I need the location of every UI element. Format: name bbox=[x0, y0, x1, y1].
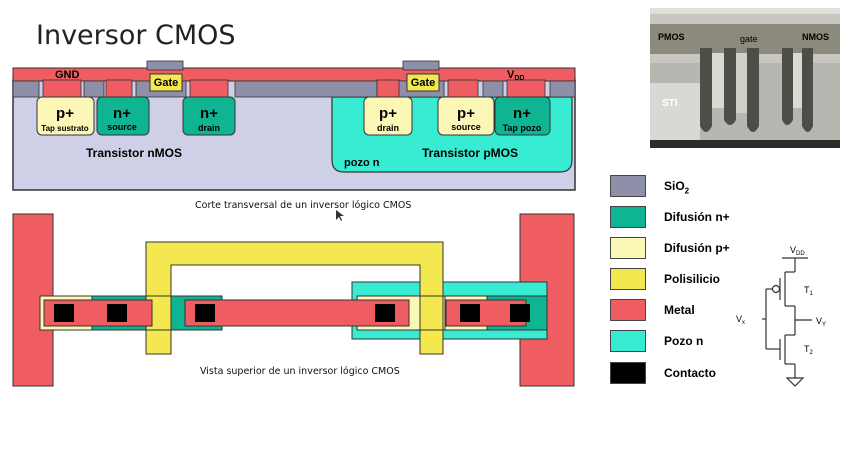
photo-gate-label: gate bbox=[740, 34, 758, 44]
pmos-label: Transistor pMOS bbox=[422, 146, 518, 160]
photo-pmos-label: PMOS bbox=[658, 32, 685, 42]
pmos-gate bbox=[406, 73, 440, 92]
metal-plugs bbox=[42, 79, 546, 98]
top-metal-output bbox=[184, 299, 410, 327]
n-drain-sublabel: drain bbox=[198, 123, 220, 133]
legend-swatch bbox=[610, 206, 646, 228]
contact bbox=[375, 304, 395, 322]
schematic-vx-label: Vx bbox=[736, 314, 745, 326]
photo-nmos-label: NMOS bbox=[802, 32, 829, 42]
schematic-t1-label: T1 bbox=[804, 285, 814, 297]
top-view-diagram bbox=[12, 213, 575, 387]
legend-swatch bbox=[610, 362, 646, 384]
contact bbox=[107, 304, 127, 322]
n-source-sublabel: source bbox=[107, 122, 137, 132]
sem-image bbox=[650, 8, 840, 148]
legend-swatch bbox=[610, 299, 646, 321]
gnd-label: GND bbox=[55, 69, 80, 81]
p-drain-label: p+ bbox=[379, 105, 397, 122]
top-pmos-gate bbox=[419, 295, 444, 331]
n-drain-label: n+ bbox=[200, 105, 218, 122]
mouse-cursor-icon bbox=[336, 210, 344, 221]
contact bbox=[460, 304, 480, 322]
legend-label: Pozo n bbox=[664, 334, 704, 348]
schematic-vdd-label: VDD bbox=[790, 245, 805, 257]
p-drain-region bbox=[363, 96, 413, 136]
n-tap-sublabel: Tap pozo bbox=[503, 123, 542, 133]
sem-photo: PMOS gate NMOS STI bbox=[650, 8, 840, 148]
photo-sti-label: STI bbox=[662, 98, 678, 109]
legend-label: Difusión p+ bbox=[664, 241, 730, 255]
cross-section-diagram: Gate Gate p+ Tap sustrato n+ source n+ d… bbox=[12, 60, 576, 191]
vdd-label: VDD bbox=[507, 69, 524, 82]
legend-label: Polisilicio bbox=[664, 272, 721, 286]
nmos-gate-label: Gate bbox=[154, 77, 178, 89]
pmos-gate-label: Gate bbox=[411, 77, 435, 89]
legend-label: Metal bbox=[664, 303, 695, 317]
p-source-sublabel: source bbox=[451, 122, 481, 132]
schematic-t2-label: T2 bbox=[804, 344, 814, 356]
nmos-label: Transistor nMOS bbox=[86, 146, 182, 160]
page-title: Inversor CMOS bbox=[36, 20, 236, 51]
n-drain-region bbox=[182, 96, 236, 136]
legend-label: Contacto bbox=[664, 366, 716, 380]
top-view-caption: Vista superior de un inversor lógico CMO… bbox=[200, 366, 400, 377]
legend-swatch bbox=[610, 330, 646, 352]
n-tap-label: n+ bbox=[513, 105, 531, 122]
p-source-region bbox=[437, 96, 495, 136]
schematic-vy-label: VY bbox=[816, 316, 826, 328]
legend-label: SiO2 bbox=[664, 179, 690, 196]
p-tap-label: p+ bbox=[56, 105, 74, 122]
legend-swatch bbox=[610, 175, 646, 197]
top-poly bbox=[145, 241, 444, 355]
n-well-label: pozo n bbox=[344, 157, 380, 169]
p-drain-sublabel: drain bbox=[377, 123, 399, 133]
nmos-gate bbox=[149, 73, 183, 92]
n-source-label: n+ bbox=[113, 105, 131, 122]
n-source-region bbox=[96, 96, 150, 136]
legend-swatch bbox=[610, 268, 646, 290]
cross-section-caption: Corte transversal de un inversor lógico … bbox=[195, 200, 412, 211]
contact bbox=[195, 304, 215, 322]
legend-label: Difusión n+ bbox=[664, 210, 730, 224]
contact bbox=[54, 304, 74, 322]
legend-swatch bbox=[610, 237, 646, 259]
contact bbox=[510, 304, 530, 322]
p-tap-sublabel: Tap sustrato bbox=[41, 124, 89, 133]
n-tap-region bbox=[494, 96, 551, 136]
p-tap-region bbox=[36, 96, 95, 136]
p-source-label: p+ bbox=[457, 105, 475, 122]
